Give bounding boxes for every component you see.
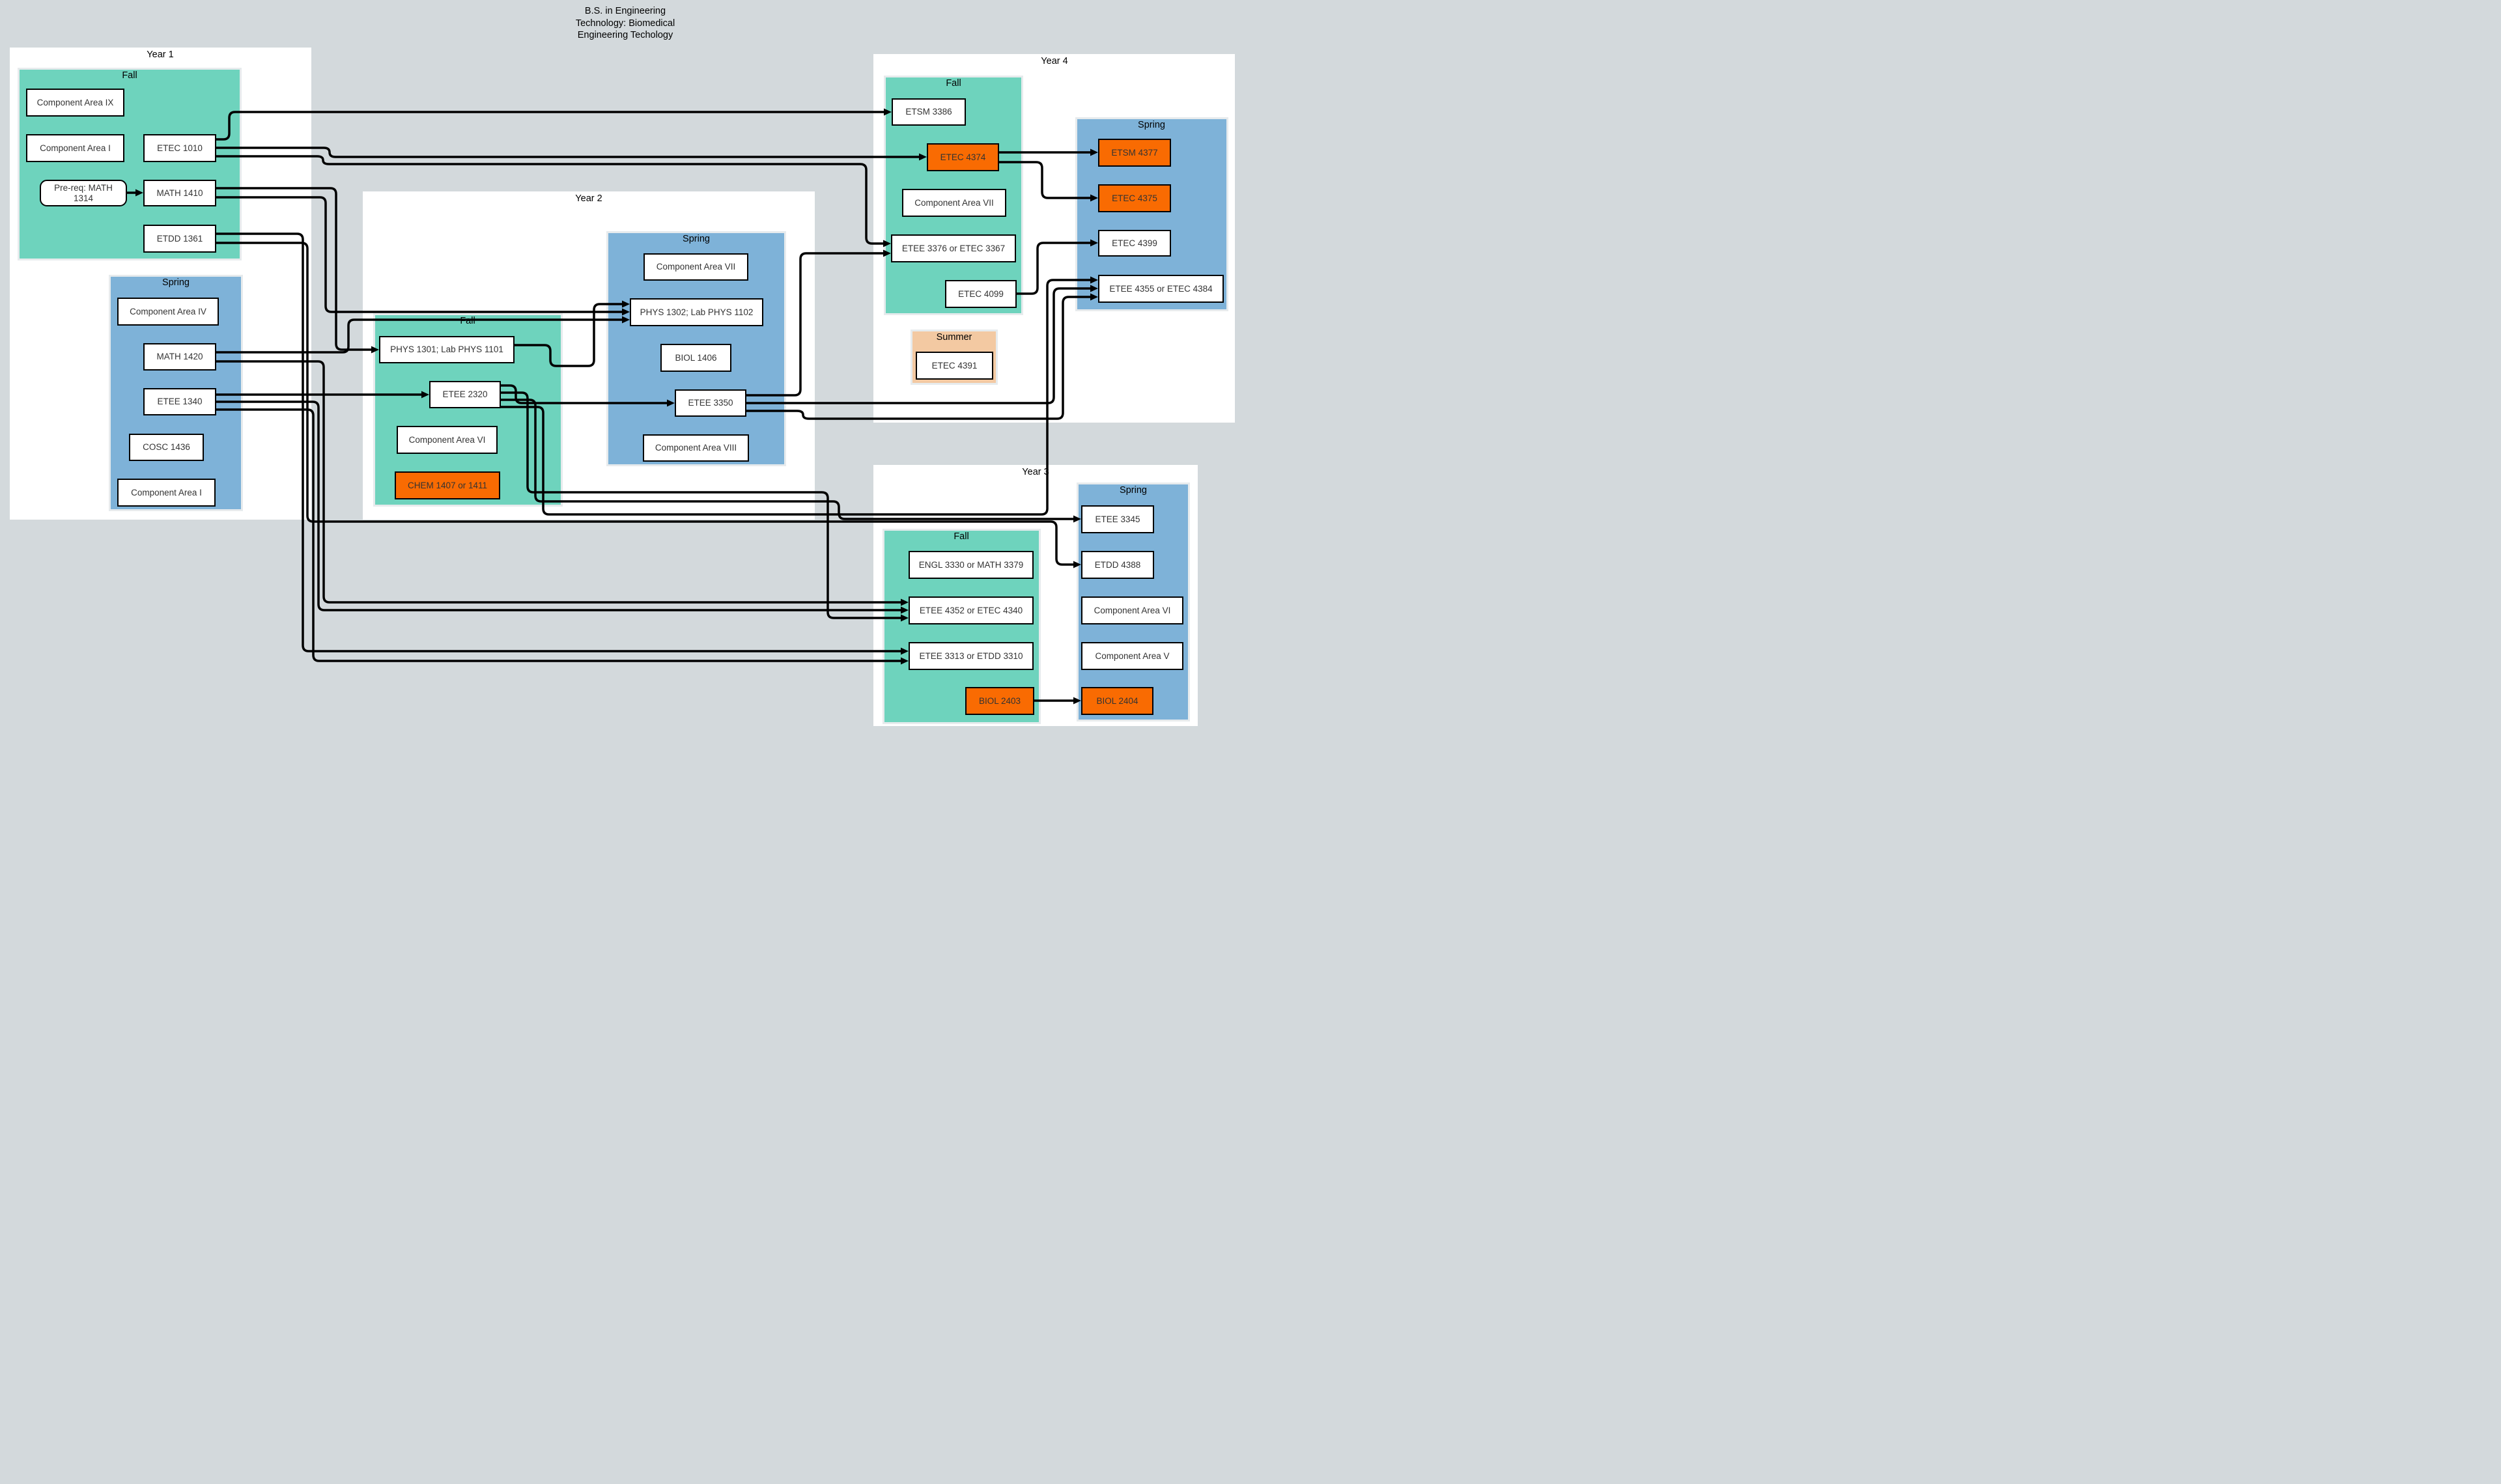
course-box-etee4352: ETEE 4352 or ETEC 4340 (909, 596, 1034, 624)
label-year2-spring: Spring (683, 234, 710, 244)
label-year1-spring: Spring (162, 277, 190, 288)
course-box-biol2403: BIOL 2403 (965, 687, 1034, 715)
course-box-phys1301: PHYS 1301; Lab PHYS 1101 (379, 336, 515, 363)
label-year4: Year 4 (1041, 56, 1067, 66)
label-year3-fall: Fall (954, 531, 968, 542)
course-box-comp-area-i-y1f: Component Area I (26, 134, 124, 162)
course-box-etee3376: ETEE 3376 or ETEC 3367 (891, 234, 1016, 262)
course-box-chem1407: CHEM 1407 or 1411 (395, 471, 500, 499)
course-box-etsm4377: ETSM 4377 (1098, 139, 1171, 167)
page-title-line-2: Technology: Biomedical (0, 18, 1250, 30)
course-box-etec1010: ETEC 1010 (143, 134, 216, 162)
label-year2-fall: Fall (460, 316, 475, 326)
label-year4-fall: Fall (946, 78, 961, 89)
course-box-etdd4388: ETDD 4388 (1081, 551, 1154, 579)
course-box-comp-area-vi-y3: Component Area VI (1081, 596, 1183, 624)
course-box-comp-area-i-y1s: Component Area I (117, 479, 216, 507)
label-year3-spring: Spring (1120, 485, 1147, 496)
edge-etec1010-etec4374-2 (216, 148, 919, 157)
label-year1-fall: Fall (122, 70, 137, 81)
course-box-etec4375: ETEC 4375 (1098, 184, 1171, 212)
page-title-line-3: Engineering Techology (0, 29, 1250, 42)
course-box-etee3350: ETEE 3350 (675, 389, 746, 417)
degree-plan-flowchart: B.S. in Engineering Technology: Biomedic… (0, 0, 1250, 742)
course-box-comp-area-viii: Component Area VIII (643, 434, 749, 462)
course-box-etee4355: ETEE 4355 or ETEC 4384 (1098, 275, 1224, 303)
course-box-etee3345: ETEE 3345 (1081, 505, 1154, 533)
course-box-biol1406: BIOL 1406 (660, 344, 731, 372)
course-box-etee3313: ETEE 3313 or ETDD 3310 (909, 642, 1034, 670)
course-box-comp-area-vi-y2: Component Area VI (397, 426, 498, 454)
course-box-comp-area-iv: Component Area IV (117, 298, 219, 326)
course-box-etee1340: ETEE 1340 (143, 388, 216, 415)
label-year3: Year 3 (1022, 467, 1049, 477)
course-box-engl3330: ENGL 3330 or MATH 3379 (909, 551, 1034, 579)
page-title-line-1: B.S. in Engineering (0, 5, 1250, 18)
course-box-etee2320: ETEE 2320 (429, 381, 501, 408)
course-box-phys1302: PHYS 1302; Lab PHYS 1102 (630, 298, 763, 326)
page-title: B.S. in Engineering Technology: Biomedic… (0, 5, 1250, 42)
course-box-etec4391: ETEC 4391 (916, 352, 993, 380)
label-year2: Year 2 (575, 193, 602, 204)
course-box-comp-area-vii-y4: Component Area VII (902, 189, 1006, 217)
course-box-etec4374: ETEC 4374 (927, 143, 999, 171)
course-box-etsm3386: ETSM 3386 (892, 98, 966, 126)
course-box-comp-area-vii-y2: Component Area VII (643, 253, 748, 281)
label-year1: Year 1 (147, 49, 173, 60)
edge-etec1010-etsm3386-1 (216, 112, 884, 139)
course-box-etdd1361: ETDD 1361 (143, 225, 216, 253)
course-box-biol2404: BIOL 2404 (1081, 687, 1153, 715)
course-box-comp-area-ix: Component Area IX (26, 89, 124, 117)
course-box-prereq-math1314: Pre-req: MATH 1314 (40, 180, 127, 206)
course-box-math1420: MATH 1420 (143, 343, 216, 371)
course-box-comp-area-v: Component Area V (1081, 642, 1183, 670)
label-year4-spring: Spring (1138, 120, 1165, 130)
course-box-cosc1436: COSC 1436 (129, 434, 204, 461)
course-box-etec4099: ETEC 4099 (945, 280, 1017, 308)
course-box-math1410: MATH 1410 (143, 180, 216, 206)
course-box-etec4399: ETEC 4399 (1098, 230, 1171, 257)
label-year4-summer: Summer (937, 332, 972, 343)
